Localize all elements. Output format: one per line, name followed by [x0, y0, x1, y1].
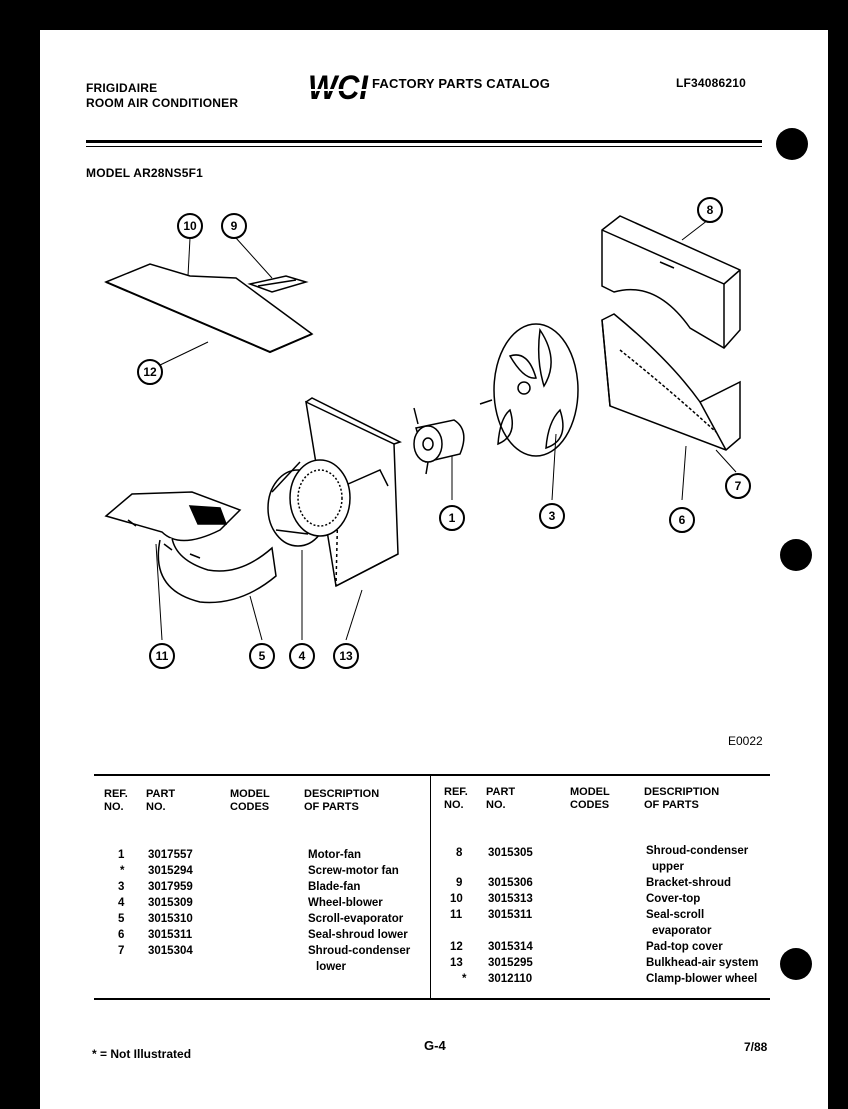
table-row-desc: Wheel-blower: [308, 897, 383, 909]
exploded-parts-diagram: 10 9 12 8 1 3 6 7 11 5 4 13: [40, 30, 828, 730]
callout-9: 9: [231, 219, 238, 233]
not-illustrated-legend: * = Not Illustrated: [92, 1047, 192, 1061]
blower-wheel-drawing: [267, 459, 351, 547]
table-row-part: 3015311: [148, 929, 193, 941]
revision-date: 7/88: [744, 1040, 768, 1054]
top-cover-pad-drawing: [104, 263, 314, 354]
motor-fan-drawing: [413, 399, 493, 475]
table-row-desc: Clamp-blower wheel: [646, 973, 758, 985]
table-row-ref: 11: [450, 909, 463, 921]
table-row-desc: Bulkhead-air system: [646, 957, 759, 969]
table-bottom-rule: [94, 998, 770, 1000]
header-rule: [86, 140, 762, 143]
table-row-ref: 6: [118, 929, 125, 941]
catalog-page: FRIGIDAIRE ROOM AIR CONDITIONER WCI FACT…: [40, 30, 828, 1109]
callout-1: 1: [449, 511, 456, 525]
table-row-ref: 4: [118, 897, 125, 909]
table-row-desc: Cover-top: [646, 893, 701, 905]
table-row-desc: Seal-scroll: [646, 909, 705, 921]
model-label: MODEL AR28NS5F1: [86, 166, 204, 180]
table-row-part: 3017557: [148, 849, 193, 861]
table-row-desc: Bracket-shroud: [646, 877, 731, 889]
product-name: ROOM AIR CONDITIONER: [86, 96, 239, 110]
table-row-ref: 3: [118, 881, 125, 893]
table-row-part: 3015313: [488, 893, 533, 905]
callout-3: 3: [549, 509, 556, 523]
callout-7: 7: [735, 479, 742, 493]
scroll-evaporator-drawing: [104, 491, 277, 604]
callout-12: 12: [143, 365, 157, 379]
catalog-number: LF34086210: [676, 76, 747, 90]
table-row-desc-continued: lower: [316, 961, 347, 973]
header-ref-no-right: REF.NO.: [444, 786, 468, 811]
table-row-part: 3015311: [488, 909, 533, 921]
lower-shroud-drawing: [601, 313, 741, 451]
callout-4: 4: [299, 649, 306, 663]
table-row-part: 3015294: [148, 865, 193, 877]
callout-10: 10: [183, 219, 197, 233]
upper-shroud-drawing: [601, 215, 741, 349]
table-row-desc: Blade-fan: [308, 881, 361, 893]
svg-text:WCI: WCI: [308, 69, 369, 104]
table-divider: [430, 776, 431, 998]
table-row-desc: Motor-fan: [308, 849, 362, 861]
table-row-desc-continued: upper: [652, 861, 684, 873]
table-row-ref: 13: [450, 957, 463, 969]
table-row-ref: 1: [118, 849, 125, 861]
table-row-ref: *: [120, 865, 125, 877]
table-row-ref: 5: [118, 913, 125, 925]
bulkhead-drawing: [305, 397, 402, 588]
table-row-part: 3012110: [488, 973, 533, 985]
binder-hole-top: [776, 128, 808, 160]
table-row-ref: 8: [456, 847, 463, 859]
table-row-part: 3017959: [148, 881, 193, 893]
table-row-part: 3015314: [488, 941, 533, 953]
table-row-desc: Seal-shroud lower: [308, 929, 408, 941]
table-row-desc: Shroud-condenser: [646, 845, 749, 857]
binder-hole-middle: [780, 539, 812, 571]
table-row-part: 3015310: [148, 913, 193, 925]
callout-8: 8: [707, 203, 714, 217]
table-row-part: 3015305: [488, 847, 533, 859]
header-rule-thin: [86, 146, 762, 147]
table-row-desc: Pad-top cover: [646, 941, 723, 953]
catalog-title: FACTORY PARTS CATALOG: [372, 76, 551, 91]
callout-11: 11: [156, 649, 169, 663]
page-number: G-4: [424, 1038, 446, 1053]
table-row-ref: 12: [450, 941, 463, 953]
bracket-shroud-drawing: [247, 275, 309, 293]
wci-logo: WCI: [306, 68, 370, 107]
brand-name: FRIGIDAIRE: [86, 81, 158, 95]
table-row-ref: *: [462, 973, 467, 985]
table-row-part: 3015306: [488, 877, 533, 889]
table-row-desc: Screw-motor fan: [308, 865, 399, 877]
binder-hole-bottom: [780, 948, 812, 980]
table-row-part: 3015304: [148, 945, 193, 957]
table-row-ref: 10: [450, 893, 463, 905]
table-row-ref: 9: [456, 877, 463, 889]
table-row-part: 3015295: [488, 957, 533, 969]
fan-blade-drawing: [493, 323, 579, 457]
table-top-rule: [94, 774, 770, 776]
table-row-desc-continued: evaporator: [652, 925, 712, 937]
table-row-desc: Shroud-condenser: [308, 945, 411, 957]
table-row-desc: Scroll-evaporator: [308, 913, 404, 925]
header-ref-no-left: REF.NO.: [104, 788, 128, 813]
callout-13: 13: [339, 649, 353, 663]
figure-code: E0022: [728, 734, 763, 748]
table-row-part: 3015309: [148, 897, 193, 909]
callout-6: 6: [679, 513, 686, 527]
callout-5: 5: [259, 649, 266, 663]
table-row-ref: 7: [118, 945, 125, 957]
